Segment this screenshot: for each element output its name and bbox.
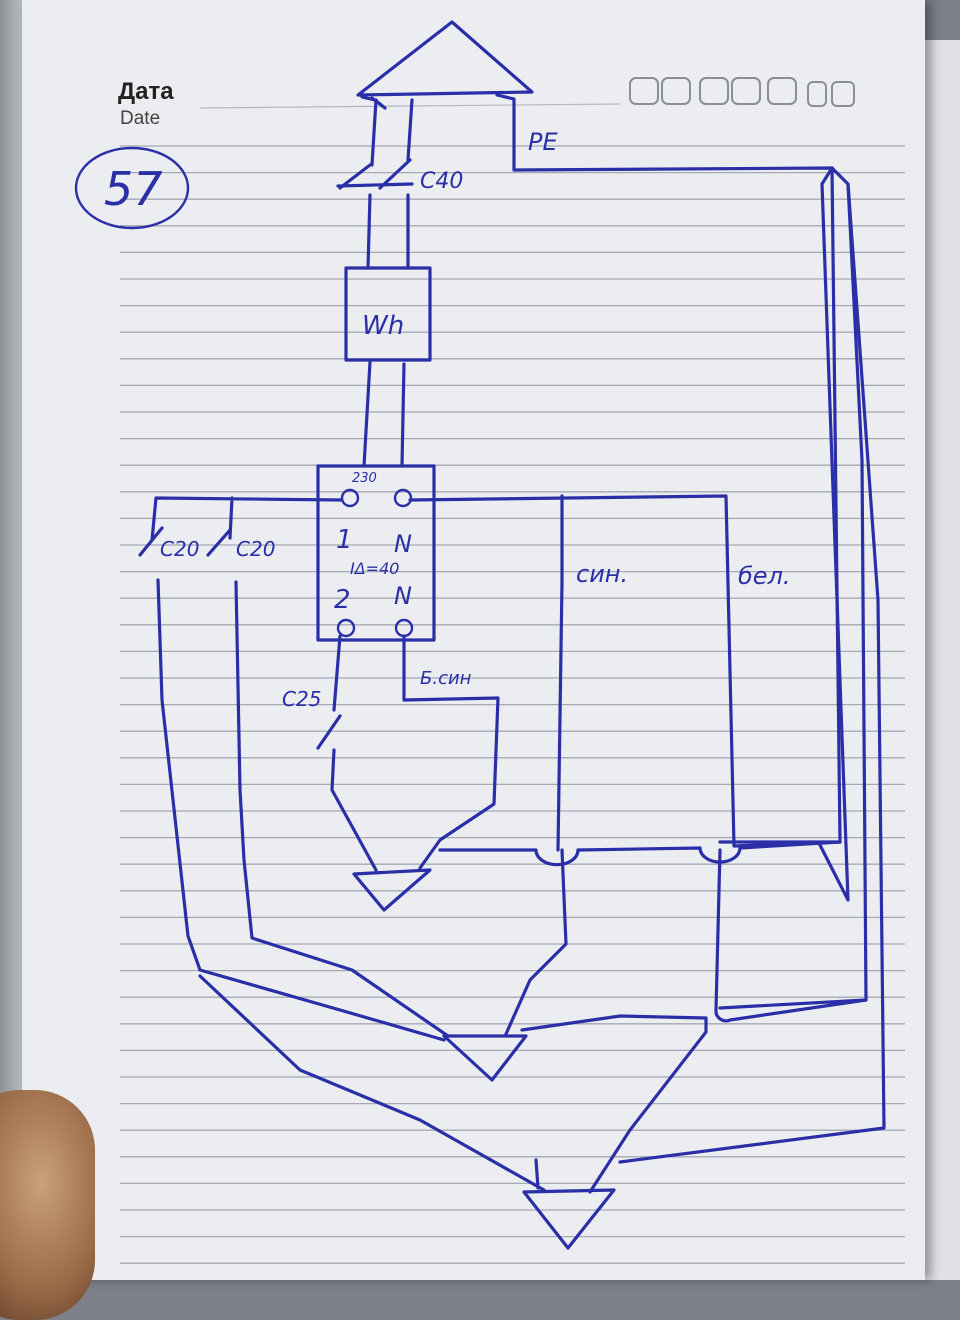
wire-label-brown-blue: Б.син xyxy=(420,668,472,689)
page-number: 57 xyxy=(104,162,163,216)
notebook-page xyxy=(22,0,925,1280)
rcd-top-label: 230 xyxy=(352,471,377,486)
breaker-c25-label: C25 xyxy=(282,687,321,711)
main-breaker-label: C40 xyxy=(420,169,463,194)
energy-meter-label: Wh xyxy=(362,311,404,341)
outlet-1 xyxy=(352,868,432,912)
date-heading-en: Date xyxy=(120,108,161,129)
neutral-bus xyxy=(408,494,842,848)
pe-label: PE xyxy=(528,128,558,156)
date-heading-ru: Дата xyxy=(118,78,174,105)
supply-roof-symbol xyxy=(356,20,534,97)
page-number-circle xyxy=(74,146,190,230)
wire-label-white: бел. xyxy=(738,562,791,590)
rcd-terminal-n2: N xyxy=(394,582,412,610)
breaker-c20-a-label: C20 xyxy=(160,537,199,561)
date-boxes xyxy=(629,77,855,107)
rcd-terminal-n-top xyxy=(393,488,413,508)
facing-page-edge xyxy=(918,40,960,1280)
rcd-terminal-2-bottom xyxy=(336,618,356,638)
rcd-terminal-n-bottom xyxy=(394,618,414,638)
rcd-rating: IΔ=40 xyxy=(350,559,399,578)
rcd-terminal-n1: N xyxy=(394,530,412,558)
outlet-3 xyxy=(522,1188,616,1250)
breaker-c20-b-label: C20 xyxy=(236,537,275,561)
outlet-2 xyxy=(442,1034,528,1082)
rcd-block xyxy=(316,464,436,642)
rcd-terminal-1: 1 xyxy=(336,525,353,555)
finger-in-photo xyxy=(0,1090,95,1320)
main-breaker-symbol xyxy=(336,158,414,190)
rcd-terminal-1-top xyxy=(340,488,360,508)
rcd-terminal-2: 2 xyxy=(334,585,351,615)
wiring-diagram: 57 PE C40 Wh 230 1 N IΔ=40 2 N C20 C20 с… xyxy=(74,20,905,1264)
breaker-c25-symbol xyxy=(316,714,342,750)
wire-label-blue: син. xyxy=(576,560,628,588)
energy-meter xyxy=(344,266,432,362)
